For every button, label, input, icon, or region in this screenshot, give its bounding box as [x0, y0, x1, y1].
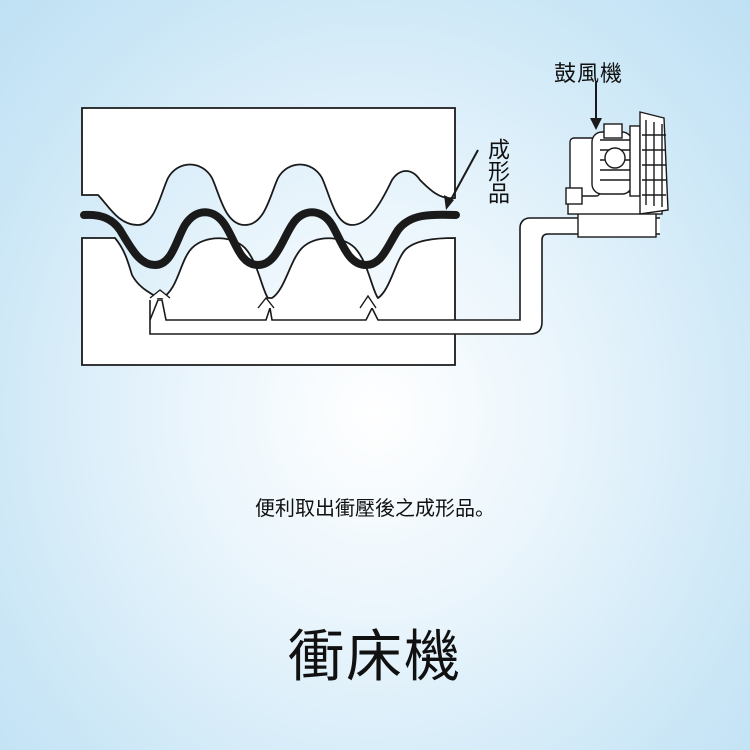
air-nozzle-1: [149, 289, 171, 299]
upper-die: [81, 107, 456, 226]
air-nozzle-3: [359, 294, 377, 309]
product-pointer-arrowhead: [444, 195, 454, 210]
caption: 便利取出衝壓後之成形品。: [255, 496, 495, 520]
product-label: 成形品: [484, 138, 509, 204]
product-pointer-line: [447, 149, 479, 206]
air-nozzle-2: [257, 296, 275, 309]
blower-pointer-arrowhead: [590, 118, 602, 130]
air-pipe: [149, 217, 660, 335]
formed-product: [80, 208, 460, 270]
blower-label: 鼓風機: [554, 62, 624, 87]
page-title: 衝床機: [288, 625, 462, 690]
blower-machine: [565, 111, 669, 238]
